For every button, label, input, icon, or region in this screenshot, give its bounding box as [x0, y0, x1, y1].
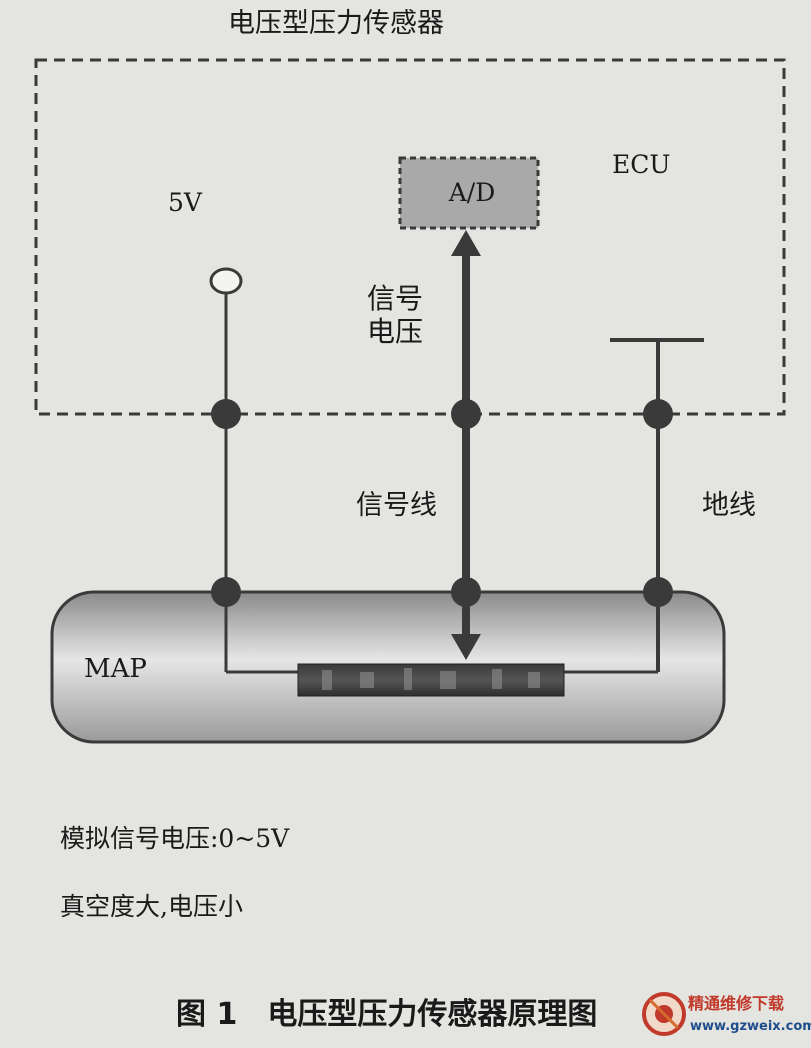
- figure-caption: 图 1 电压型压力传感器原理图: [176, 997, 598, 1032]
- junction-signal-map: [451, 577, 481, 607]
- diagram-title: 电压型压力传感器: [228, 8, 444, 39]
- ecu-label: ECU: [612, 150, 671, 179]
- note-signal-range: 模拟信号电压:0~5V: [60, 824, 290, 853]
- junction-ground-ecu: [643, 399, 673, 429]
- signal-line-label: 信号线: [356, 490, 437, 521]
- sensing-element: [297, 663, 565, 697]
- note-vacuum-relation: 真空度大,电压小: [60, 892, 243, 921]
- junction-5v-ecu: [211, 399, 241, 429]
- ground-line-label: 地线: [702, 490, 756, 521]
- sensing-element-texture: [322, 668, 540, 690]
- watermark-name: 精通维修下载: [688, 994, 785, 1013]
- ad-label: A/D: [448, 178, 496, 207]
- watermark-logo: [642, 992, 686, 1036]
- signal-arrow-up: [451, 230, 481, 256]
- ecu-boundary: [34, 58, 786, 416]
- signal-voltage-label: 信号电压: [367, 282, 424, 349]
- watermark-url: www.gzweix.com: [690, 1019, 811, 1034]
- map-label: MAP: [84, 654, 147, 684]
- junction-ground-map: [643, 577, 673, 607]
- supply-5v-label: 5V: [168, 188, 202, 217]
- junction-5v-map: [211, 577, 241, 607]
- ad-converter-box: [398, 156, 540, 230]
- junction-signal-ecu: [451, 399, 481, 429]
- supply-5v-terminal: [209, 267, 243, 295]
- signal-arrow-down: [451, 634, 481, 660]
